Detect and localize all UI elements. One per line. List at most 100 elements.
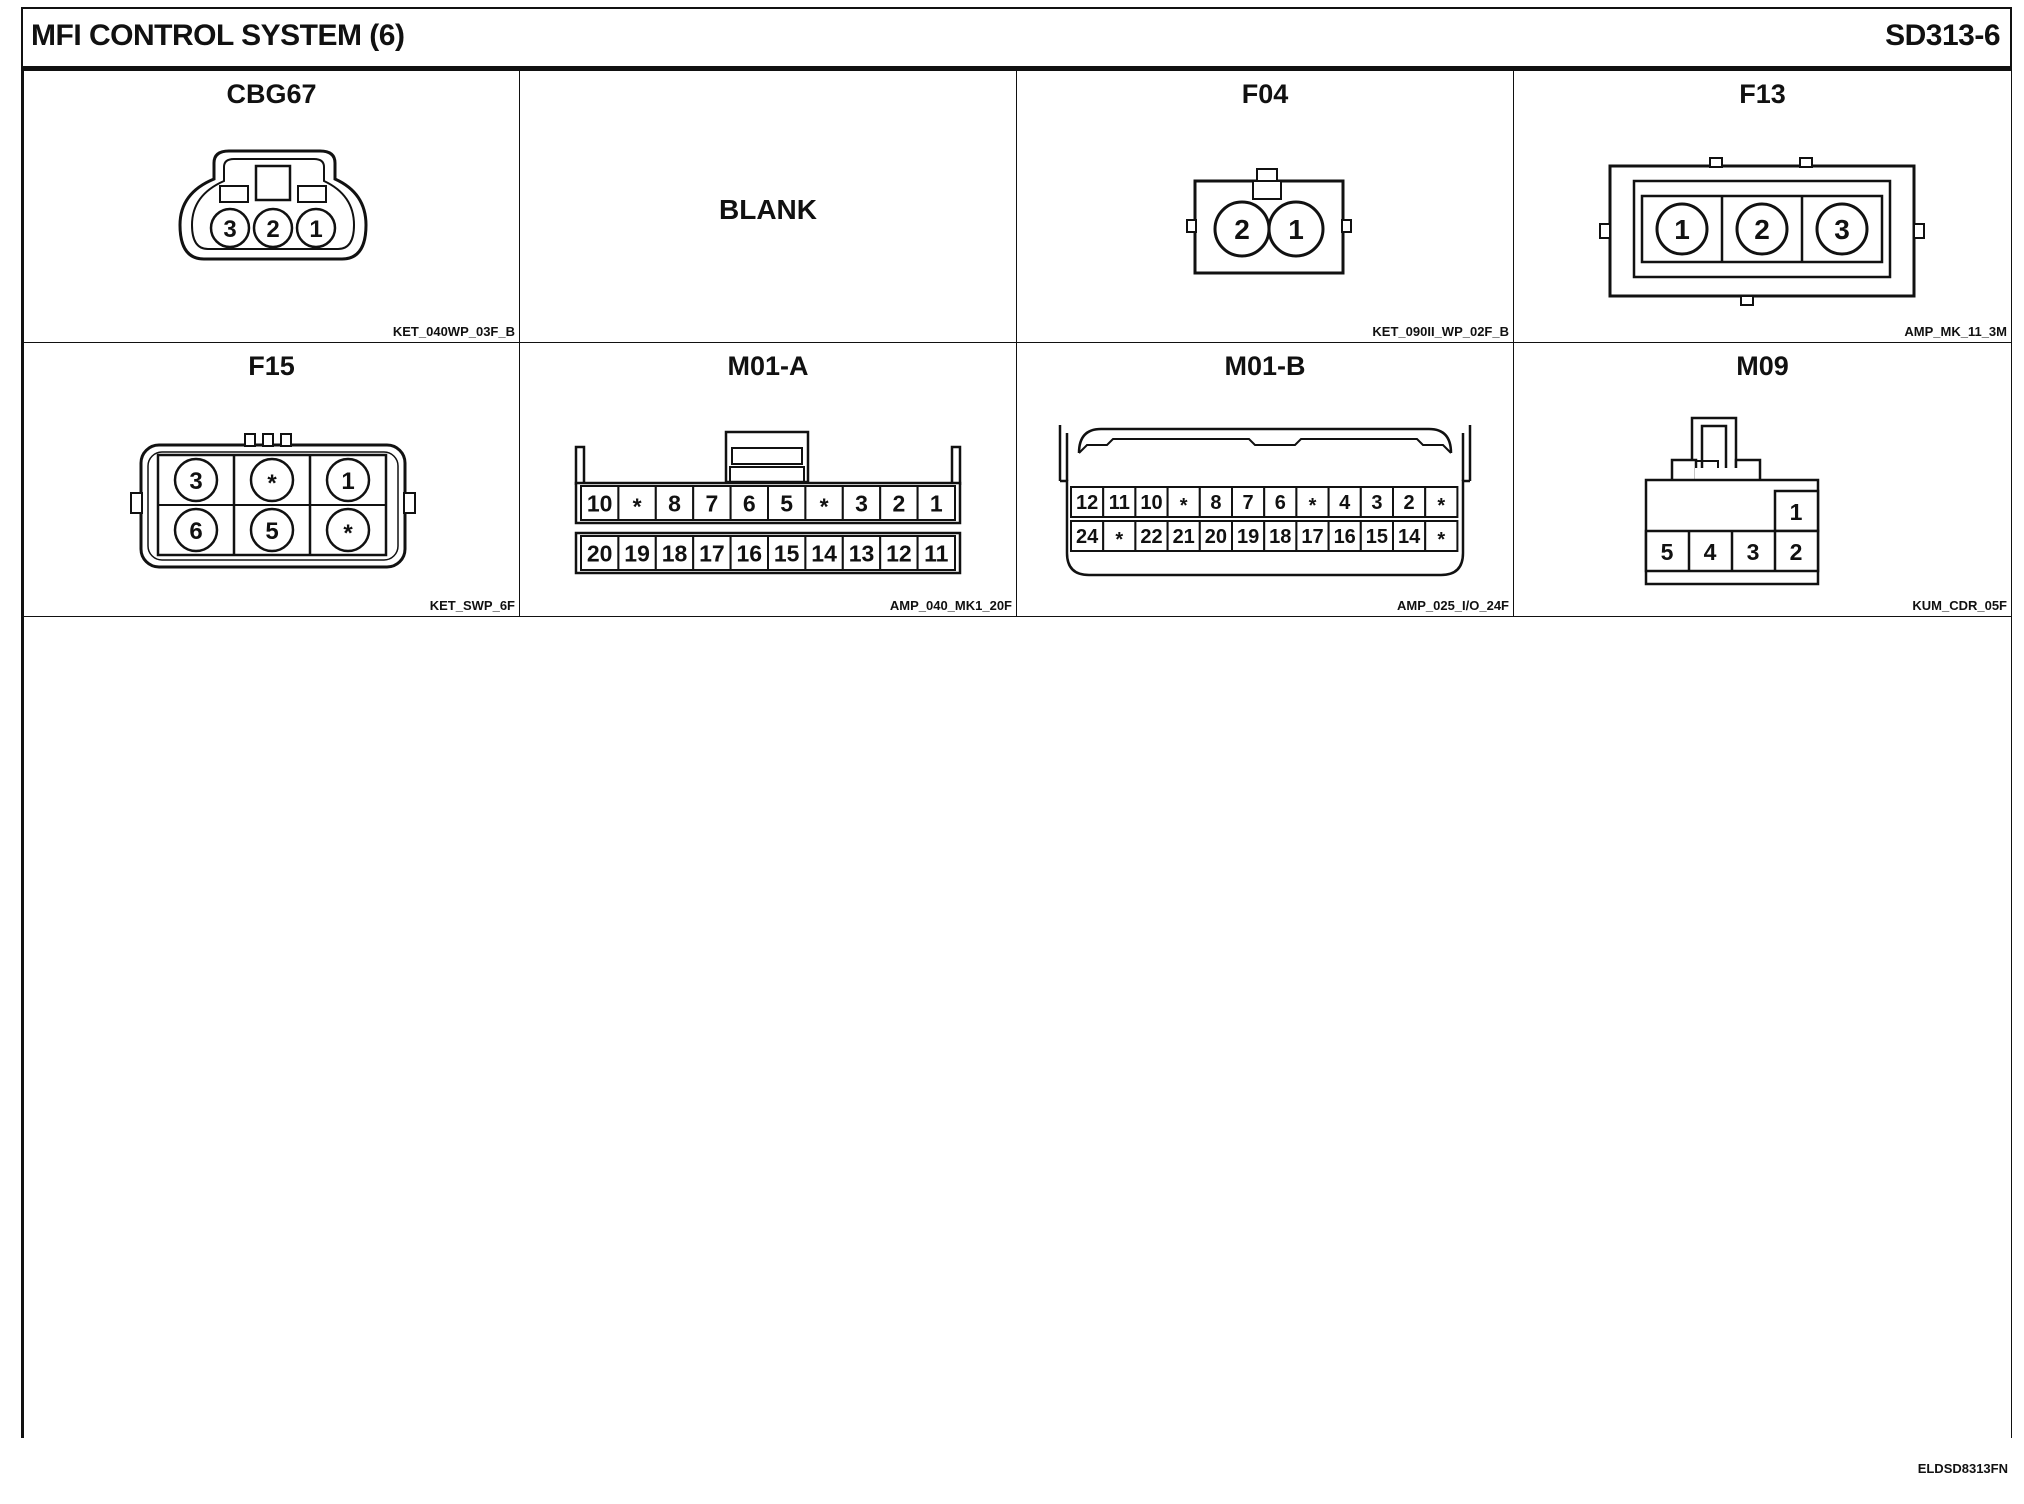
pin-cell [879, 535, 919, 571]
pin-label: 4 [1704, 539, 1717, 565]
pin-circle [1735, 202, 1789, 256]
part-number: KET_040WP_03F_B [392, 324, 515, 339]
connector-f15-drawing: 3 * 1 6 5 * [130, 433, 416, 569]
pin-label: 5 [780, 490, 793, 516]
pin-label: 3 [855, 490, 868, 516]
connector-name: F13 [1739, 79, 1786, 109]
part-number: AMP_025_I/O_24F [1396, 598, 1509, 613]
pin-label: 6 [189, 518, 202, 545]
pin-cell [841, 535, 882, 571]
pin-circle [1815, 202, 1869, 256]
pin-circle [295, 207, 337, 249]
pin-cell [1231, 486, 1266, 518]
pin-label: 2 [1754, 214, 1770, 245]
pin-label: 14 [1398, 526, 1421, 548]
pin-label: 3 [1747, 539, 1760, 565]
figure-code: ELDSD8313FN [1917, 1461, 2008, 1476]
pin-circle [249, 507, 295, 553]
pin-label: 22 [1140, 526, 1162, 548]
pin-cell [729, 485, 770, 521]
pin-label: 19 [1237, 526, 1259, 548]
connector-name: M09 [1736, 351, 1789, 381]
pin-label: 1 [1288, 214, 1304, 245]
pin-label: 6 [1275, 492, 1286, 514]
pin-cell [841, 485, 882, 521]
connector-f04-drawing: 2 1 [1186, 168, 1352, 275]
pin-label: 24 [1076, 526, 1099, 548]
pin-label: 6 [743, 490, 756, 516]
connector-name: F15 [248, 351, 295, 381]
connector-name: CBG67 [226, 79, 317, 109]
pin-cell [1198, 486, 1234, 518]
pin-label: * [1309, 495, 1317, 517]
pin-label: 17 [1301, 526, 1323, 548]
pin-label: 16 [1334, 526, 1356, 548]
pin-label: 17 [699, 540, 725, 566]
pin-cell [1424, 520, 1459, 552]
pin-label: 16 [737, 540, 763, 566]
pin-label: * [633, 493, 642, 519]
part-number: KET_090II_WP_02F_B [1372, 324, 1509, 339]
pin-label: 11 [1109, 492, 1130, 514]
pin-cell [1424, 486, 1459, 518]
pin-label: * [343, 520, 353, 547]
pin-cell [1070, 520, 1105, 552]
pin-cell [804, 485, 844, 521]
pin-label: 13 [849, 540, 875, 566]
pin-label: * [267, 470, 277, 497]
pin-label: 5 [265, 518, 278, 545]
part-number: KUM_CDR_05F [1912, 598, 2007, 613]
pin-circle [325, 507, 371, 553]
connector-f13: F13 1 2 3 AMP_MK_11_3M [1513, 70, 2012, 343]
pin-cell [1295, 520, 1330, 552]
pin-cell [804, 535, 844, 571]
connector-cbg67-drawing: 3 2 1 [178, 149, 368, 261]
pin-label: 1 [1790, 499, 1803, 525]
pin-label: 4 [1339, 492, 1351, 514]
connector-f04: F04 2 1 KET_090II_WP_02F_B [1016, 70, 1514, 343]
pin-cell [1392, 520, 1427, 552]
pin-cell [617, 535, 657, 571]
pin-cell [1102, 520, 1137, 552]
pin-label: 3 [1371, 492, 1382, 514]
pin-cell [1231, 520, 1266, 552]
pin-label: 3 [1834, 214, 1850, 245]
pin-label: 1 [309, 216, 322, 243]
pin-cell [767, 535, 807, 571]
pin-circle [173, 457, 219, 503]
pin-circle [173, 507, 219, 553]
pin-label: 10 [587, 490, 613, 516]
part-number: AMP_MK_11_3M [1904, 324, 2007, 339]
connector-name: M01-B [1224, 351, 1306, 381]
pin-label: 18 [662, 540, 688, 566]
pin-cell [580, 485, 620, 521]
pin-label: * [820, 493, 829, 519]
pin-label: 2 [266, 216, 279, 243]
pin-label: 14 [811, 540, 837, 566]
connector-blank: BLANK [519, 70, 1017, 343]
pin-cell [1392, 486, 1427, 518]
pin-label: 11 [924, 540, 949, 566]
pin-cell [1263, 486, 1298, 518]
page-title: MFI CONTROL SYSTEM (6) [31, 19, 405, 52]
blank-label: BLANK [719, 194, 817, 225]
pin-cell [1359, 486, 1394, 518]
pin-cell [617, 485, 657, 521]
pin-label: 12 [886, 540, 912, 566]
pin-cell [916, 535, 957, 571]
pin-cell [1134, 520, 1169, 552]
pin-label: 5 [1661, 539, 1674, 565]
pin-label: 1 [930, 490, 943, 516]
pin-label: 2 [1790, 539, 1803, 565]
pin-circle [1267, 200, 1325, 258]
pin-label: 7 [706, 490, 719, 516]
pin-cell [1327, 486, 1362, 518]
pin-label: 12 [1076, 492, 1098, 514]
pin-label: 21 [1173, 526, 1195, 548]
pin-label: 10 [1140, 492, 1162, 514]
pin-label: 18 [1269, 526, 1291, 548]
connector-cbg67: CBG67 3 2 1 KET_040WP_03F_B [23, 70, 520, 343]
connector-m09-drawing: 1 5 4 3 2 [1644, 416, 1820, 586]
